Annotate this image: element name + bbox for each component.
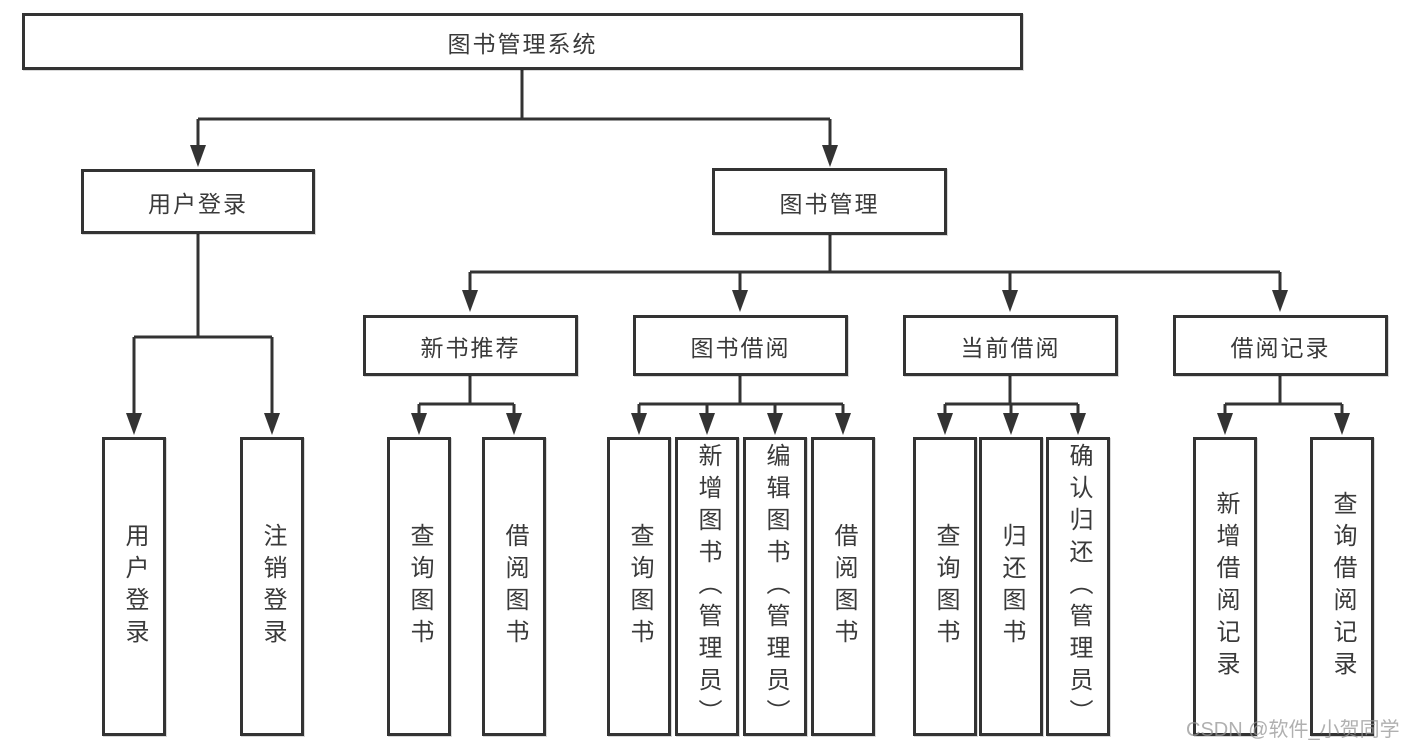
arrow-down-icon (411, 413, 427, 435)
node-label: 编辑图书（管理员） (762, 442, 789, 731)
edge-currentborrow-to-leaves (943, 376, 1080, 413)
leaf-query-books-recommend: 查询图书 (387, 437, 451, 736)
arrow-down-icon (767, 413, 783, 435)
arrow-down-icon (822, 145, 838, 167)
edge-root-to-level1 (196, 70, 832, 146)
leaf-user-login: 用户登录 (102, 437, 166, 736)
node-book-borrowing: 图书借阅 (633, 315, 848, 376)
arrow-down-icon (699, 413, 715, 435)
node-book-management: 图书管理 (712, 168, 947, 235)
node-label: 借阅图书 (501, 522, 528, 651)
arrow-down-icon (1003, 413, 1019, 435)
arrow-down-icon (264, 413, 280, 435)
node-label: 确认归还（管理员） (1065, 442, 1092, 731)
arrow-down-icon (1002, 290, 1018, 312)
node-user-login: 用户登录 (81, 169, 315, 234)
arrow-down-icon (190, 145, 206, 167)
node-label: 查询图书 (406, 522, 433, 651)
leaf-add-book-admin: 新增图书（管理员） (675, 437, 739, 736)
arrow-down-icon (732, 290, 748, 312)
node-label: 图书借阅 (690, 334, 791, 361)
arrow-down-icon (835, 413, 851, 435)
node-label: 新增图书（管理员） (694, 442, 721, 731)
node-label: 借阅记录 (1230, 334, 1331, 361)
leaf-add-borrow-record: 新增借阅记录 (1193, 437, 1257, 736)
arrow-down-icon (937, 413, 953, 435)
arrow-down-icon (1334, 413, 1350, 435)
node-borrowing-records: 借阅记录 (1173, 315, 1388, 376)
node-new-book-recommendation: 新书推荐 (363, 315, 578, 376)
arrow-down-icon (1070, 413, 1086, 435)
node-label: 查询借阅记录 (1329, 490, 1356, 683)
arrow-down-icon (1217, 413, 1233, 435)
watermark: CSDN @软件_小贺同学 (1186, 719, 1400, 741)
leaf-edit-book-admin: 编辑图书（管理员） (743, 437, 807, 736)
arrowheads (126, 145, 1350, 435)
edge-bookmgmt-to-level2 (468, 235, 1282, 290)
arrow-down-icon (126, 413, 142, 435)
node-label: 注销登录 (259, 522, 286, 651)
edge-lines (132, 70, 1344, 413)
leaf-query-books-borrow: 查询图书 (607, 437, 671, 736)
edge-newbook-to-leaves (417, 376, 516, 413)
node-label: 当前借阅 (960, 334, 1061, 361)
leaf-confirm-return-admin: 确认归还（管理员） (1046, 437, 1110, 736)
node-label: 图书管理系统 (447, 30, 598, 57)
node-label: 借阅图书 (830, 522, 857, 651)
leaf-return-book: 归还图书 (979, 437, 1043, 736)
edge-borrowrecord-to-leaves (1223, 376, 1344, 413)
node-label: 查询图书 (626, 522, 653, 651)
node-label: 归还图书 (998, 522, 1025, 651)
node-label: 用户登录 (148, 190, 248, 217)
leaf-borrow-books: 借阅图书 (811, 437, 875, 736)
node-label: 新书推荐 (420, 334, 521, 361)
edge-bookborrow-to-leaves (637, 376, 845, 413)
arrow-down-icon (631, 413, 647, 435)
arrow-down-icon (462, 290, 478, 312)
node-current-borrowing: 当前借阅 (903, 315, 1118, 376)
leaf-borrow-books-recommend: 借阅图书 (482, 437, 546, 736)
node-label: 用户登录 (121, 522, 148, 651)
leaf-logout: 注销登录 (240, 437, 304, 736)
arrow-down-icon (506, 413, 522, 435)
leaf-query-borrow-record: 查询借阅记录 (1310, 437, 1374, 736)
node-label: 图书管理 (779, 190, 880, 217)
edge-userlogin-to-leaves (132, 234, 274, 413)
node-label: 查询图书 (932, 522, 959, 651)
leaf-query-books-current: 查询图书 (913, 437, 977, 736)
node-library-management-system: 图书管理系统 (22, 13, 1023, 70)
node-label: 新增借阅记录 (1212, 490, 1239, 683)
arrow-down-icon (1272, 290, 1288, 312)
